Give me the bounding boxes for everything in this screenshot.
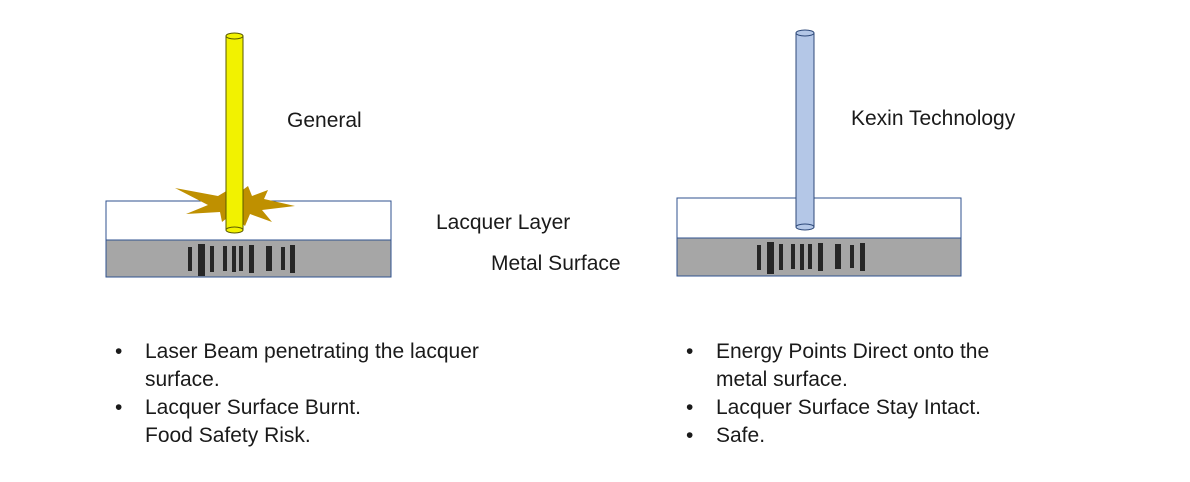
general-bullet-item: • Laser Beam penetrating the lacquer sur… [115, 338, 479, 394]
bullet-line: Lacquer Surface Stay Intact. [716, 396, 981, 419]
kexin-lacquer-layer [676, 197, 962, 239]
general-metal-surface [105, 239, 392, 278]
kexin-bullet-item: • Lacquer Surface Stay Intact. [686, 394, 989, 422]
bullet-marker: • [115, 340, 123, 363]
general-bullet-item: • Lacquer Surface Burnt. Food Safety Ris… [115, 394, 479, 450]
bullet-line: Lacquer Surface Burnt. [145, 396, 361, 419]
bullet-line: surface. [145, 368, 220, 391]
bullet-line: Laser Beam penetrating the lacquer [145, 340, 479, 363]
kexin-bullet-item: • Safe. [686, 422, 989, 450]
bullet-line: metal surface. [716, 368, 848, 391]
bullet-marker: • [686, 424, 694, 447]
general-laser-beam [225, 32, 244, 234]
general-panel [105, 32, 392, 278]
general-title: General [287, 109, 362, 132]
bullet-line: Food Safety Risk. [145, 424, 311, 447]
kexin-bullet-list: • Energy Points Direct onto the metal su… [686, 338, 989, 450]
metal-surface-label: Metal Surface [491, 252, 621, 275]
kexin-laser-beam [795, 29, 815, 231]
kexin-barcode-marks [757, 242, 865, 274]
bullet-line: Safe. [716, 424, 766, 447]
bullet-marker: • [115, 396, 123, 419]
kexin-panel [676, 29, 962, 277]
kexin-title: Kexin Technology [851, 107, 1016, 130]
lacquer-layer-label: Lacquer Layer [436, 211, 571, 234]
bullet-marker: • [686, 340, 694, 363]
bullet-line: Energy Points Direct onto the [716, 340, 990, 363]
general-barcode-marks [188, 244, 295, 276]
kexin-bullet-item: • Energy Points Direct onto the metal su… [686, 338, 989, 394]
general-bullet-list: • Laser Beam penetrating the lacquer sur… [115, 338, 479, 450]
bullet-marker: • [686, 396, 694, 419]
